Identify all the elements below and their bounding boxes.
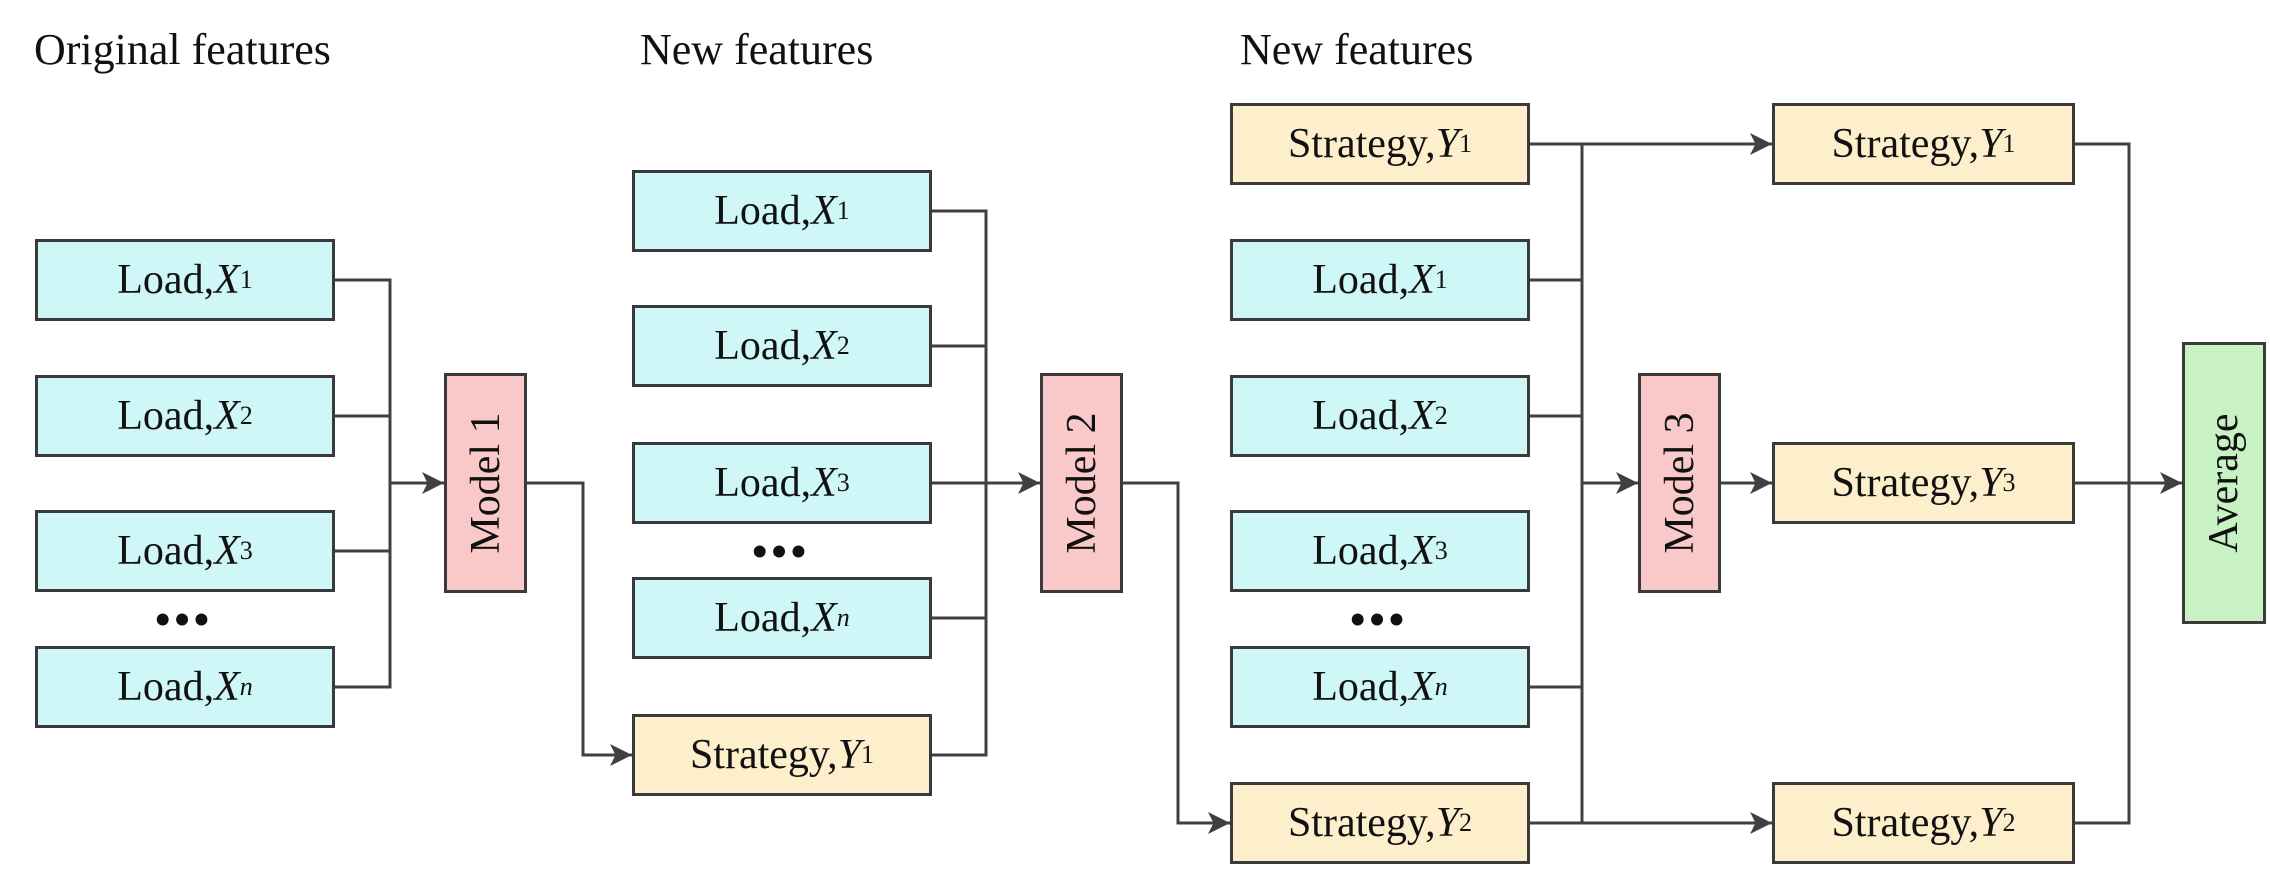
var-y: Y <box>1979 800 2003 846</box>
heading-original-features: Original features <box>34 25 331 74</box>
ellipsis-col1: ••• <box>155 595 214 644</box>
var-y: Y <box>1435 121 1460 167</box>
model-1-box: Model 1 <box>444 373 527 593</box>
edge-loadx1-bus1 <box>335 278 392 689</box>
strategy-y1-label: Strategy, <box>1287 121 1436 167</box>
heading-new-features-1: New features <box>640 25 874 74</box>
load-x2-label: Load, <box>117 393 215 439</box>
edge-col3-bus3 <box>1530 142 1584 825</box>
var-y: Y <box>837 732 862 778</box>
var-x: X <box>1409 528 1435 574</box>
var-y: Y <box>1979 460 2003 506</box>
strategy-y3-label: Strategy, <box>1831 460 1980 506</box>
model-3-label: Model 3 <box>1656 412 1703 554</box>
model-3-box: Model 3 <box>1638 373 1721 593</box>
load-x2-label: Load, <box>1312 393 1410 439</box>
ellipsis-col3: ••• <box>1350 595 1409 644</box>
edge-model1-strategy-y1 <box>527 481 632 766</box>
strategy-y1-label: Strategy, <box>689 732 838 778</box>
strategy-y1-label: Strategy, <box>1831 121 1980 167</box>
load-x2-label: Load, <box>714 323 812 369</box>
load-x1-label: Load, <box>1312 257 1410 303</box>
average-box: Average <box>2182 342 2266 624</box>
load-x3-label: Load, <box>714 460 812 506</box>
load-x3-label: Load, <box>117 528 215 574</box>
var-x: X <box>214 257 240 303</box>
load-x1-label: Load, <box>117 257 215 303</box>
var-x: X <box>811 460 837 506</box>
model-1-label: Model 1 <box>462 412 509 554</box>
load-x1-label: Load, <box>714 188 812 234</box>
var-x: X <box>1409 393 1435 439</box>
var-x: X <box>1409 664 1435 710</box>
edge-model2-strategy-y2 <box>1123 481 1230 834</box>
model-2-label: Model 2 <box>1058 412 1105 554</box>
var-x: X <box>811 323 837 369</box>
strategy-y2-label: Strategy, <box>1831 800 1980 846</box>
load-xn-label: Load, <box>117 664 215 710</box>
load-x3-label: Load, <box>1312 528 1410 574</box>
var-x: X <box>811 595 837 641</box>
strategy-y2-label: Strategy, <box>1287 800 1436 846</box>
heading-new-features-2: New features <box>1240 25 1474 74</box>
var-x: X <box>214 393 240 439</box>
var-y: Y <box>1435 800 1460 846</box>
var-x: X <box>811 188 837 234</box>
var-x: X <box>1409 257 1435 303</box>
load-xn-label: Load, <box>714 595 812 641</box>
ellipsis-col2: ••• <box>752 527 811 576</box>
var-x: X <box>214 664 240 710</box>
average-label: Average <box>2201 413 2247 553</box>
var-x: X <box>214 528 240 574</box>
var-y: Y <box>1979 121 2003 167</box>
model-2-box: Model 2 <box>1040 373 1123 593</box>
load-xn-label: Load, <box>1312 664 1410 710</box>
